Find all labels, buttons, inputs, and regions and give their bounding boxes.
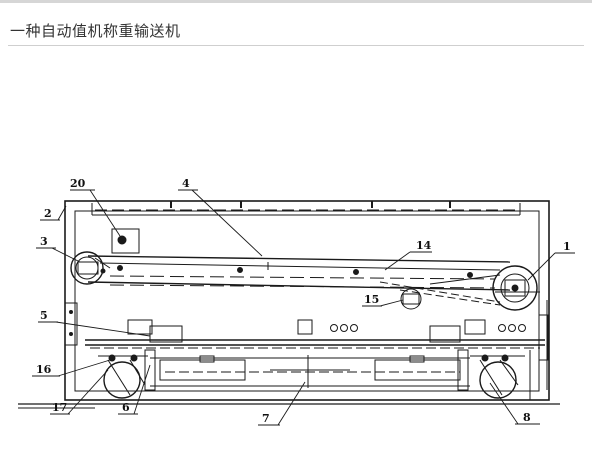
- label-6: 6: [122, 401, 130, 414]
- component-15: [400, 288, 422, 310]
- main-frame: [64, 200, 550, 401]
- lower-base: [150, 355, 470, 388]
- label-16: 16: [36, 363, 52, 376]
- title-divider: [8, 45, 584, 46]
- right-drum: [492, 265, 540, 311]
- label-4: 4: [182, 177, 190, 190]
- label-8: 8: [523, 411, 531, 424]
- label-15: 15: [364, 293, 379, 306]
- component-20: [111, 228, 140, 254]
- label-3: 3: [40, 235, 48, 248]
- weighing-platform: [64, 302, 545, 349]
- conveyor-belt: [87, 255, 511, 306]
- right-caster: [457, 349, 531, 400]
- label-2: 2: [44, 207, 52, 220]
- part-labels: 20 4 2 3 14 1 15 5 16 17 6 7 8: [36, 177, 571, 425]
- left-caster: [98, 349, 156, 399]
- label-20: 20: [70, 177, 86, 190]
- label-5: 5: [40, 309, 48, 322]
- label-17: 17: [52, 401, 67, 414]
- label-7: 7: [262, 412, 270, 425]
- top-border: [0, 0, 592, 3]
- page-title: 一种自动值机称重输送机: [10, 22, 181, 40]
- leader-lines: [32, 189, 575, 426]
- left-drum: [70, 251, 111, 285]
- label-1: 1: [563, 240, 571, 253]
- label-14: 14: [416, 239, 432, 252]
